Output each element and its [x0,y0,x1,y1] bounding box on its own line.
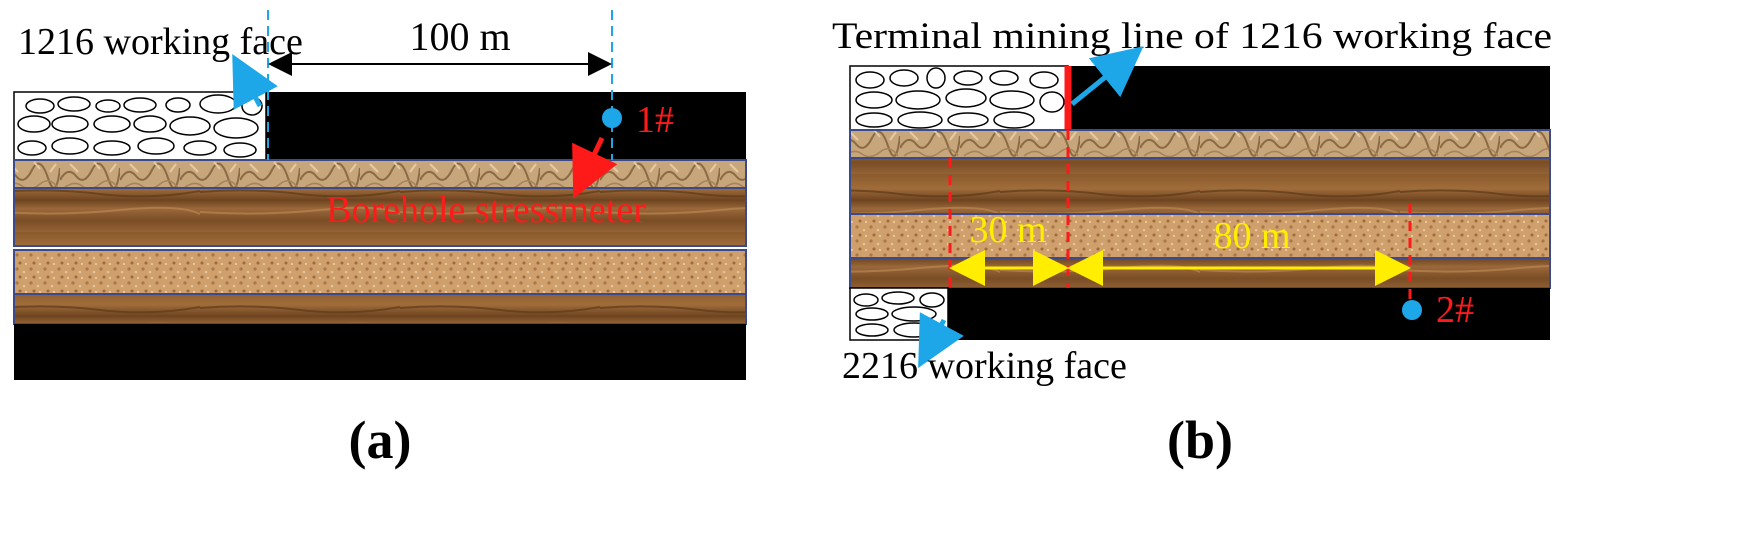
point-label-1: 1# [636,99,674,141]
borehole-point-2 [1402,300,1422,320]
terminal-line-arrow [1070,46,1144,106]
point-label-2: 2# [1436,289,1474,331]
working-face-label-a: 1216 working face [18,21,303,63]
mudstone-layer-a [13,187,747,247]
mudstone-layer-b [849,157,1551,215]
panel-b: 30 m 80 m 2# Terminal mining line of 121… [832,16,1552,470]
sandstone-layer-a [13,249,747,295]
caption-b: (b) [1167,410,1233,470]
mudstone-lower-layer-b [849,257,1551,289]
dim-label-80m: 80 m [1213,215,1290,257]
caption-a: (a) [349,410,412,470]
goaf-pebbles-upper-b [855,67,1065,129]
distance-label-a: 100 m [409,14,510,59]
working-face-label-b: 2216 working face [842,345,1127,387]
stressmeter-arrow [572,136,618,199]
working-face-arrow-a [232,53,278,110]
borehole-point-1 [602,108,622,128]
mudstone-lower-layer-a [13,293,747,325]
roof-rock-layer-b [849,129,1551,159]
stressmeter-label: Borehole stressmeter [326,189,646,231]
roof-rock-layer-a [13,159,747,189]
coal-seam-lower-b [850,288,1550,340]
floor-coal-a [14,324,746,380]
goaf-pebbles-a [17,94,263,158]
dim-label-30m: 30 m [969,209,1046,251]
working-face-2216-arrow [918,312,964,369]
panel-a: 100 m 1216 working face 1# Borehole stre… [13,10,747,470]
sandstone-layer-b [849,213,1551,259]
goaf-pebbles-lower-b [853,291,945,338]
terminal-line-label: Terminal mining line of 1216 working fac… [832,16,1552,57]
